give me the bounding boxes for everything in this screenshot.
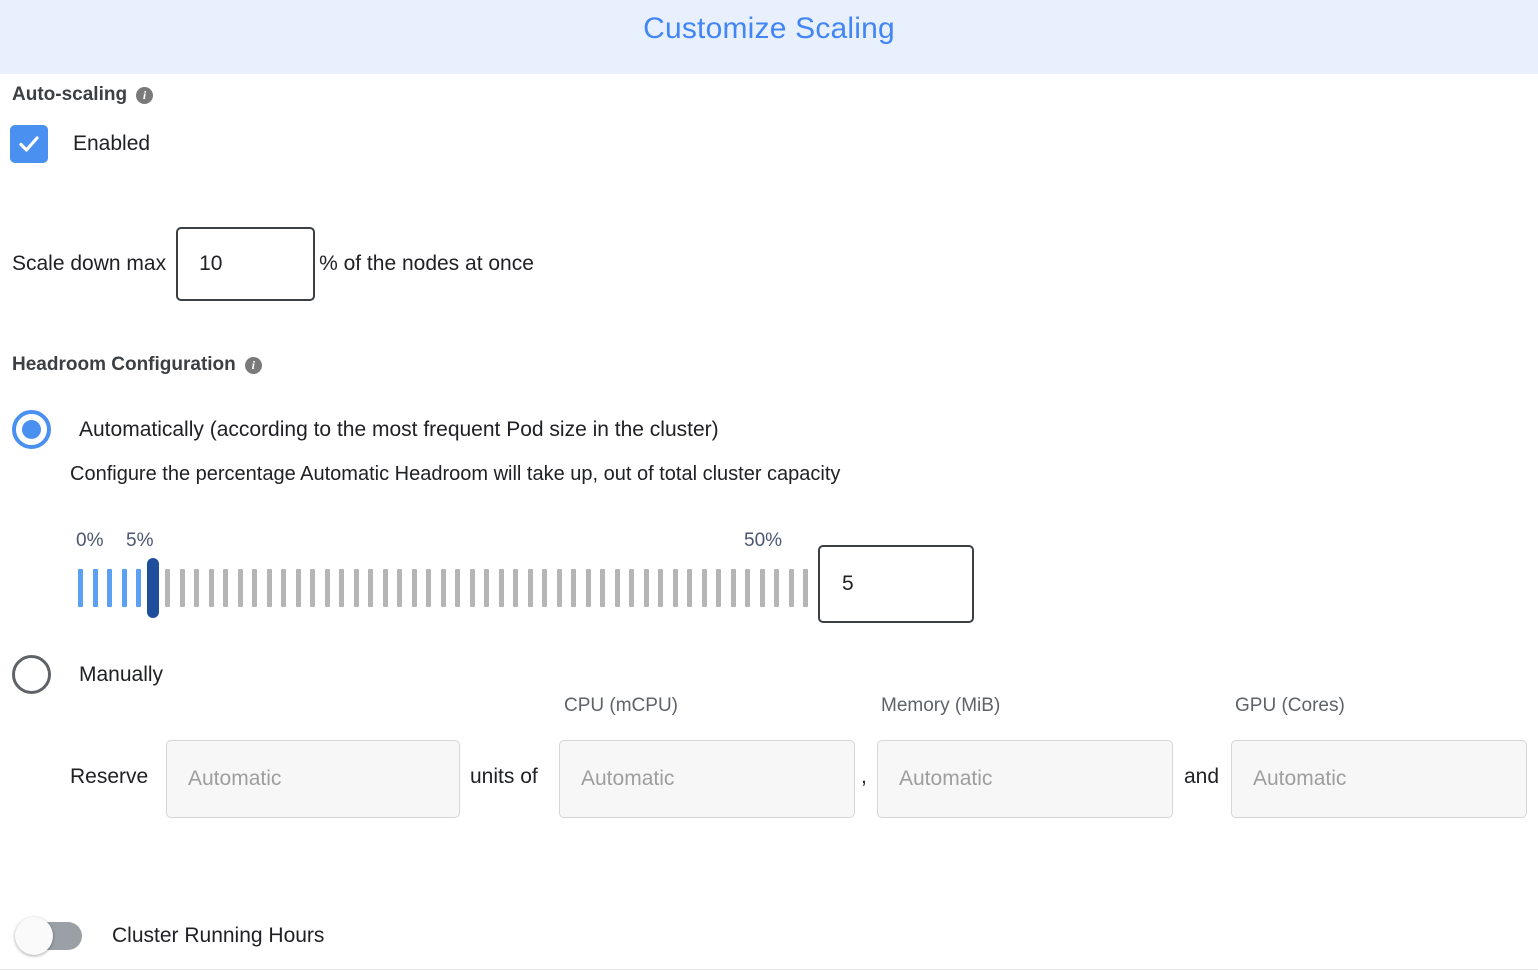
dialog-header: Customize Scaling bbox=[0, 0, 1538, 74]
slider-tick[interactable] bbox=[716, 569, 721, 607]
slider-tick[interactable] bbox=[687, 569, 692, 607]
slider-tick[interactable] bbox=[397, 569, 402, 607]
slider-tick[interactable] bbox=[774, 569, 779, 607]
slider-tick[interactable] bbox=[730, 569, 736, 607]
slider-tick[interactable] bbox=[658, 569, 663, 607]
info-icon[interactable]: i bbox=[136, 86, 154, 104]
slider-tick[interactable] bbox=[672, 569, 678, 607]
reserve-memory-input[interactable]: Automatic bbox=[877, 740, 1173, 818]
slider-tick[interactable] bbox=[121, 569, 127, 607]
slider-tick-track[interactable] bbox=[78, 568, 818, 608]
connector-units-of: units of bbox=[470, 765, 538, 788]
slider-tick[interactable] bbox=[600, 569, 605, 607]
slider-tick[interactable] bbox=[107, 569, 112, 607]
reserve-cpu-input[interactable]: Automatic bbox=[559, 740, 855, 818]
auto-scaling-enabled-checkbox[interactable] bbox=[10, 125, 48, 163]
scale-down-max-input[interactable]: 10 bbox=[176, 227, 316, 301]
toggle-knob bbox=[15, 917, 53, 955]
radio-automatic[interactable] bbox=[12, 410, 51, 449]
slider-tick[interactable] bbox=[92, 569, 98, 607]
reserve-gpu-input[interactable]: Automatic bbox=[1231, 740, 1527, 818]
slider-tick[interactable] bbox=[194, 569, 199, 607]
check-icon bbox=[19, 136, 39, 152]
slider-max-label: 50% bbox=[744, 530, 783, 551]
auto-scaling-section-title: Auto-scaling i bbox=[12, 84, 154, 106]
info-icon[interactable]: i bbox=[244, 356, 262, 374]
slider-tick[interactable] bbox=[745, 569, 750, 607]
slider-tick[interactable] bbox=[571, 569, 576, 607]
cluster-running-hours-label: Cluster Running Hours bbox=[112, 924, 325, 947]
slider-tick[interactable] bbox=[353, 569, 359, 607]
slider-tick[interactable] bbox=[469, 569, 475, 607]
auto-scaling-enabled-label: Enabled bbox=[73, 132, 151, 155]
connector-comma: , bbox=[861, 765, 867, 788]
page-title: Customize Scaling bbox=[643, 12, 895, 45]
slider-tick[interactable] bbox=[237, 569, 243, 607]
slider-current-label: 5% bbox=[126, 530, 154, 551]
headroom-label: Headroom Configuration bbox=[12, 354, 236, 375]
scale-down-max-row: Scale down max 10 % of the nodes at once bbox=[12, 226, 534, 302]
connector-and: and bbox=[1184, 765, 1220, 788]
slider-tick[interactable] bbox=[208, 569, 214, 607]
slider-tick[interactable] bbox=[411, 569, 417, 607]
headroom-section-title: Headroom Configuration i bbox=[12, 354, 262, 376]
slider-tick[interactable] bbox=[368, 569, 373, 607]
cluster-running-hours-toggle[interactable] bbox=[15, 917, 82, 955]
slider-tick[interactable] bbox=[803, 569, 808, 607]
cluster-running-hours-row[interactable]: Cluster Running Hours bbox=[15, 917, 325, 955]
slider-tick[interactable] bbox=[179, 569, 185, 607]
slider-thumb[interactable] bbox=[147, 558, 159, 618]
slider-tick[interactable] bbox=[759, 569, 765, 607]
slider-tick[interactable] bbox=[78, 569, 83, 607]
slider-min-label: 0% bbox=[76, 530, 104, 551]
headroom-mode-automatic-row[interactable]: Automatically (according to the most fre… bbox=[12, 410, 719, 449]
reserve-label: Reserve bbox=[70, 765, 149, 788]
auto-scaling-label: Auto-scaling bbox=[12, 84, 128, 105]
slider-tick[interactable] bbox=[556, 569, 562, 607]
slider-tick[interactable] bbox=[542, 569, 547, 607]
slider-tick[interactable] bbox=[252, 569, 257, 607]
slider-tick[interactable] bbox=[513, 569, 518, 607]
slider-tick[interactable] bbox=[484, 569, 489, 607]
column-header-memory: Memory (MiB) bbox=[881, 695, 1001, 716]
reserve-units-input[interactable]: Automatic bbox=[166, 740, 460, 818]
slider-tick[interactable] bbox=[701, 569, 707, 607]
manual-reserve-row: CPU (mCPU) Memory (MiB) GPU (Cores) Rese… bbox=[0, 695, 1538, 840]
slider-tick[interactable] bbox=[281, 569, 286, 607]
slider-tick[interactable] bbox=[527, 569, 533, 607]
slider-tick[interactable] bbox=[324, 569, 330, 607]
headroom-percentage-input[interactable]: 5 bbox=[818, 545, 974, 623]
slider-tick[interactable] bbox=[295, 569, 301, 607]
headroom-automatic-helper-text: Configure the percentage Automatic Headr… bbox=[70, 463, 841, 485]
slider-tick[interactable] bbox=[643, 569, 649, 607]
headroom-mode-manual-row[interactable]: Manually bbox=[12, 655, 163, 694]
slider-tick[interactable] bbox=[426, 569, 431, 607]
column-header-gpu: GPU (Cores) bbox=[1235, 695, 1345, 716]
slider-tick[interactable] bbox=[585, 569, 591, 607]
radio-automatic-label: Automatically (according to the most fre… bbox=[79, 417, 719, 441]
slider-tick[interactable] bbox=[136, 569, 141, 607]
scale-down-max-suffix: % of the nodes at once bbox=[319, 252, 534, 275]
headroom-percentage-slider[interactable]: 0% 5% 50% bbox=[0, 530, 1000, 630]
auto-scaling-enabled-row[interactable]: Enabled bbox=[10, 125, 150, 163]
slider-tick[interactable] bbox=[629, 569, 634, 607]
scale-down-max-label: Scale down max bbox=[12, 252, 167, 275]
slider-tick[interactable] bbox=[614, 569, 620, 607]
slider-tick[interactable] bbox=[440, 569, 446, 607]
radio-dot-icon bbox=[22, 420, 41, 439]
slider-tick[interactable] bbox=[788, 569, 794, 607]
slider-tick[interactable] bbox=[266, 569, 272, 607]
slider-tick[interactable] bbox=[165, 569, 170, 607]
slider-tick[interactable] bbox=[310, 569, 315, 607]
radio-manually[interactable] bbox=[12, 655, 51, 694]
slider-tick[interactable] bbox=[339, 569, 344, 607]
column-header-cpu: CPU (mCPU) bbox=[564, 695, 678, 716]
slider-tick[interactable] bbox=[223, 569, 228, 607]
slider-tick[interactable] bbox=[498, 569, 504, 607]
radio-manually-label: Manually bbox=[79, 662, 164, 686]
slider-tick[interactable] bbox=[382, 569, 388, 607]
slider-tick[interactable] bbox=[455, 569, 460, 607]
